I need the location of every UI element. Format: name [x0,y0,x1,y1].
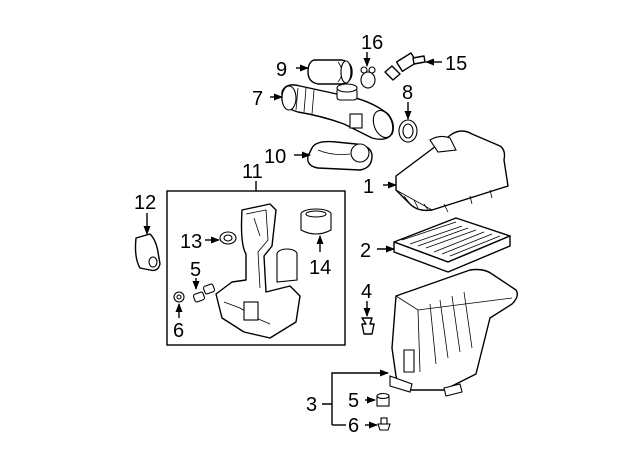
callout-11: 11 [242,161,263,183]
callout-6-bottom: 6 [348,415,359,437]
callout-3: 3 [306,394,317,416]
callout-9: 9 [276,59,287,81]
part-9-intake-duct [307,59,353,85]
callout-14: 14 [309,257,331,279]
part-6-bolt-top [173,291,185,303]
part-15-sensor [384,52,426,81]
callout-8: 8 [402,82,413,104]
part-12-bracket [134,233,161,272]
callout-13: 13 [180,231,202,253]
part-8-seal-ring [398,119,418,143]
part-1-cleaner-cover [395,130,509,213]
leader-lines [143,52,442,429]
part-7-air-tube [281,83,395,141]
part-6-bolt-bottom [377,417,391,431]
part-11-resonator [215,203,301,339]
part-13-clamp [219,231,237,245]
callout-7: 7 [252,88,263,110]
part-5-grommet-top [192,283,216,303]
callout-6-top: 6 [173,320,184,342]
callout-10: 10 [264,146,286,168]
part-16-clamp [360,66,376,89]
callout-labels: 9 16 15 7 8 10 1 11 12 13 14 2 5 6 4 3 5… [134,32,467,437]
callout-16: 16 [361,32,383,54]
callout-2: 2 [360,240,371,262]
callout-15: 15 [445,53,467,75]
part-14-ring [300,208,332,235]
part-2-filter-element [393,217,511,273]
part-10-lower-duct [307,140,373,171]
callout-12: 12 [134,192,156,214]
callout-5-top: 5 [190,259,201,281]
callout-4: 4 [361,281,372,303]
part-4-clip [361,317,375,335]
callout-1: 1 [363,176,374,198]
resonator-group-box [166,181,346,346]
callout-5-bottom: 5 [348,390,359,412]
part-3-cleaner-case [389,268,519,397]
part-5-grommet-bottom [376,392,390,407]
